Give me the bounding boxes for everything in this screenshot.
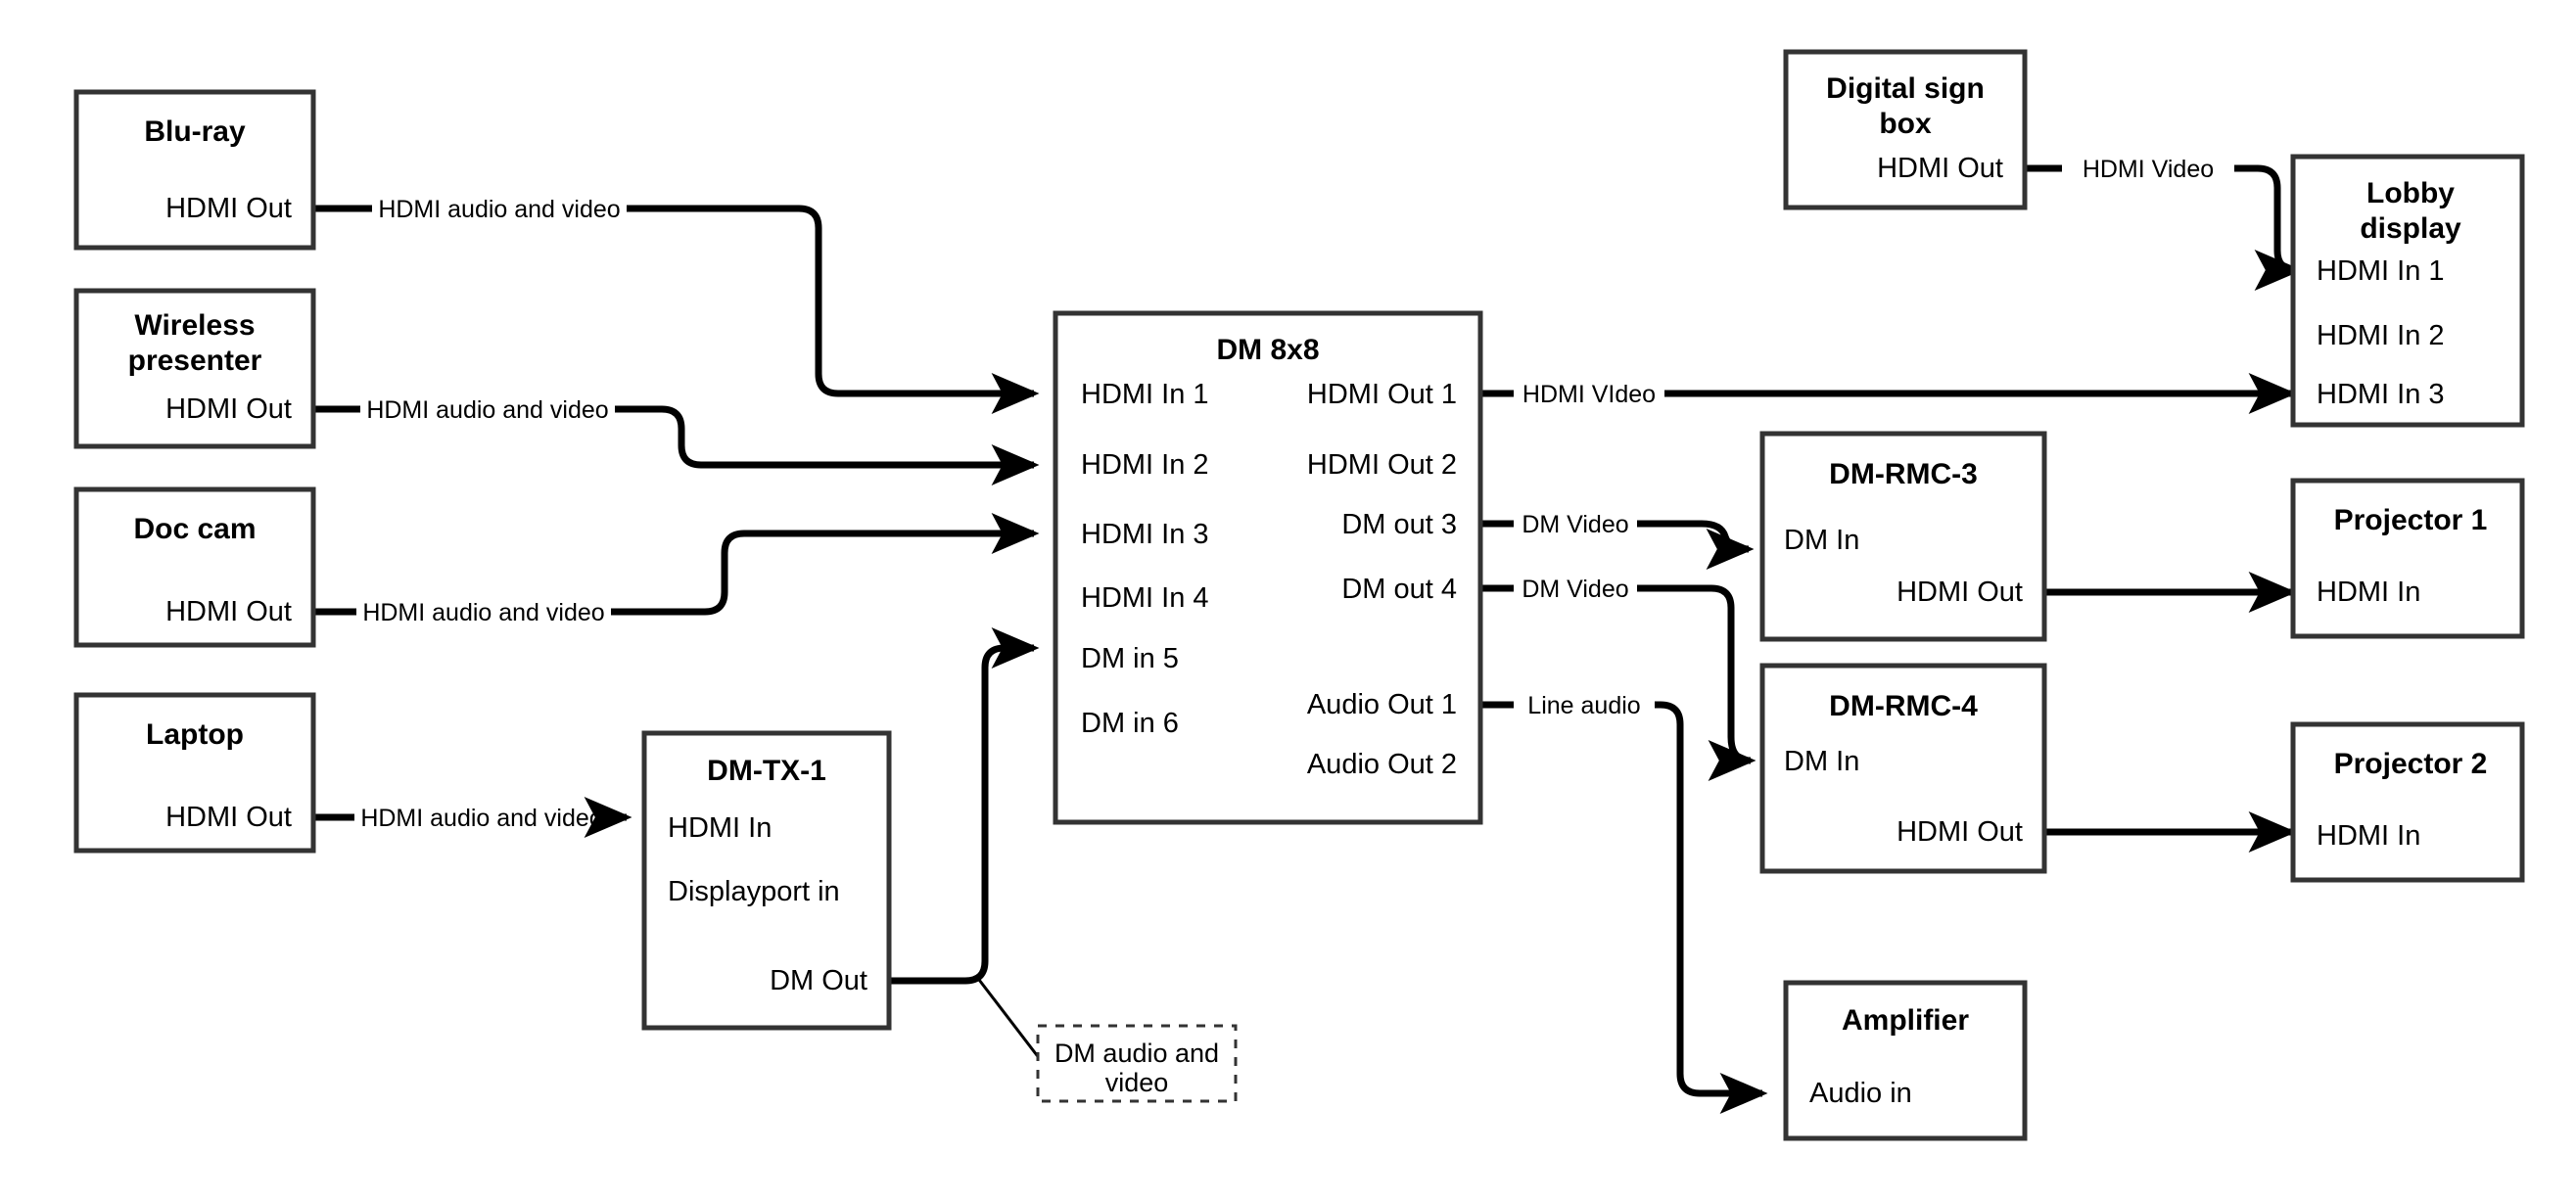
node-title-dmtx1: DM-TX-1 <box>707 755 826 787</box>
edge-label-bluray: HDMI audio and video <box>378 196 620 223</box>
port-lobby-hdmi-in-1: HDMI In 1 <box>2317 255 2445 287</box>
port-lobby-hdmi-in-2: HDMI In 2 <box>2317 320 2445 351</box>
port-lobby-hdmi-in-3: HDMI In 3 <box>2317 379 2445 410</box>
node-title-amplifier: Amplifier <box>1842 1004 1969 1037</box>
node-title-bluray: Blu-ray <box>144 115 246 148</box>
edge-label-audio-out-1: Line audio <box>1527 692 1640 719</box>
port-dm8x8-hdmi-out-2: HDMI Out 2 <box>1307 449 1457 481</box>
edge-label-doccam: HDMI audio and video <box>362 599 604 626</box>
node-title-rmc3: DM-RMC-3 <box>1829 458 1978 490</box>
port-dm8x8-hdmi-in-1: HDMI In 1 <box>1081 379 1209 410</box>
port-dmtx1-dm-out: DM Out <box>770 965 867 996</box>
port-dm8x8-dm-in-6: DM in 6 <box>1081 708 1179 739</box>
node-dm-rmc-3[interactable]: DM-RMC-3 DM In HDMI Out <box>1759 431 2047 642</box>
edge-label-hdmi-out-1: HDMI VIdeo <box>1522 381 1656 408</box>
edge-label-signbox: HDMI Video <box>2083 156 2214 183</box>
node-dm-rmc-4[interactable]: DM-RMC-4 DM In HDMI Out <box>1759 663 2047 874</box>
port-rmc4-hdmi-out: HDMI Out <box>1897 816 2023 848</box>
node-bluray[interactable]: Blu-ray HDMI Out <box>73 89 316 251</box>
node-dm-8x8[interactable]: DM 8x8 HDMI In 1 HDMI In 2 HDMI In 3 HDM… <box>1053 310 1483 825</box>
port-projector1-hdmi-in: HDMI In <box>2317 577 2420 608</box>
node-title-doccam: Doc cam <box>133 513 256 545</box>
port-dm8x8-hdmi-in-2: HDMI In 2 <box>1081 449 1209 481</box>
port-dm8x8-hdmi-out-1: HDMI Out 1 <box>1307 379 1457 410</box>
node-title-lobby-line2: display <box>2360 212 2461 245</box>
edge-dm8x8-hdmi-out-1-to-lobby: HDMI VIdeo <box>1480 373 2297 414</box>
node-title-lobby-line1: Lobby <box>2366 177 2455 209</box>
node-title-signbox-line2: box <box>1879 108 1932 140</box>
port-bluray-hdmi-out: HDMI Out <box>165 193 292 224</box>
port-dm8x8-dm-out-4: DM out 4 <box>1341 574 1457 605</box>
port-projector2-hdmi-in: HDMI In <box>2317 820 2420 852</box>
node-projector-1[interactable]: Projector 1 HDMI In <box>2290 478 2525 639</box>
node-lobby-display[interactable]: Lobby display HDMI In 1 HDMI In 2 HDMI I… <box>2290 154 2525 428</box>
node-wireless-presenter[interactable]: Wireless presenter HDMI Out <box>73 288 316 449</box>
edge-doccam-to-dm8x8-hdmi-in-3: HDMI audio and video <box>313 513 1040 626</box>
port-amplifier-audio-in: Audio in <box>1809 1078 1912 1109</box>
callout-dm-audio-and-video: DM audio and video <box>1036 1024 1238 1103</box>
port-dm8x8-audio-out-2: Audio Out 2 <box>1307 749 1457 780</box>
port-dm8x8-dm-in-5: DM in 5 <box>1081 643 1179 674</box>
edge-dm8x8-audio-out-1-to-amplifier: Line audio <box>1480 692 1768 1114</box>
edge-label-laptop: HDMI audio and video <box>360 805 602 832</box>
port-signbox-hdmi-out: HDMI Out <box>1877 153 2003 184</box>
edge-laptop-to-dmtx1: HDMI audio and video <box>313 797 632 838</box>
edge-label-dm-out-4: DM Video <box>1522 576 1628 603</box>
port-dm8x8-hdmi-in-3: HDMI In 3 <box>1081 519 1209 550</box>
port-laptop-hdmi-out: HDMI Out <box>165 802 292 833</box>
port-wireless-hdmi-out: HDMI Out <box>165 393 292 425</box>
node-amplifier[interactable]: Amplifier Audio in <box>1783 980 2028 1141</box>
node-dm-tx-1[interactable]: DM-TX-1 HDMI In Displayport in DM Out <box>641 730 892 1031</box>
node-laptop[interactable]: Laptop HDMI Out <box>73 692 316 854</box>
edge-signbox-to-lobby: HDMI Video <box>2025 156 2303 291</box>
node-title-wireless-line2: presenter <box>128 345 262 377</box>
port-rmc3-hdmi-out: HDMI Out <box>1897 577 2023 608</box>
edge-dmtx1-to-dm8x8-dm-in-5 <box>889 627 1042 1060</box>
callout-line-2: video <box>1105 1068 1169 1097</box>
port-doccam-hdmi-out: HDMI Out <box>165 596 292 627</box>
edge-dm8x8-dm-out-3-to-rmc3: DM Video <box>1480 511 1755 570</box>
port-dm8x8-audio-out-1: Audio Out 1 <box>1307 689 1457 720</box>
edge-dm8x8-dm-out-4-to-rmc4: DM Video <box>1480 576 1756 781</box>
port-dmtx1-hdmi-in: HDMI In <box>668 812 772 844</box>
node-projector-2[interactable]: Projector 2 HDMI In <box>2290 721 2525 883</box>
port-dm8x8-hdmi-in-4: HDMI In 4 <box>1081 582 1209 614</box>
node-title-projector2: Projector 2 <box>2334 748 2488 780</box>
node-title-laptop: Laptop <box>146 718 244 751</box>
callout-line-1: DM audio and <box>1054 1039 1219 1068</box>
node-doc-cam[interactable]: Doc cam HDMI Out <box>73 486 316 648</box>
node-title-projector1: Projector 1 <box>2334 504 2488 536</box>
port-dm8x8-dm-out-3: DM out 3 <box>1341 509 1457 540</box>
edge-wireless-to-dm8x8-hdmi-in-2: HDMI audio and video <box>313 396 1040 485</box>
node-title-rmc4: DM-RMC-4 <box>1829 690 1978 722</box>
port-rmc3-dm-in: DM In <box>1784 525 1859 556</box>
node-digital-sign-box[interactable]: Digital sign box HDMI Out <box>1783 49 2028 210</box>
port-rmc4-dm-in: DM In <box>1784 746 1859 777</box>
edge-label-dm-out-3: DM Video <box>1522 511 1628 538</box>
port-dmtx1-displayport-in: Displayport in <box>668 876 840 907</box>
node-title-wireless-line1: Wireless <box>134 309 255 342</box>
node-title-dm8x8: DM 8x8 <box>1216 334 1319 366</box>
edge-bluray-to-dm8x8-hdmi-in-1: HDMI audio and video <box>313 196 1040 414</box>
node-title-signbox-line1: Digital sign <box>1826 72 1985 105</box>
edge-label-wireless: HDMI audio and video <box>366 396 608 424</box>
